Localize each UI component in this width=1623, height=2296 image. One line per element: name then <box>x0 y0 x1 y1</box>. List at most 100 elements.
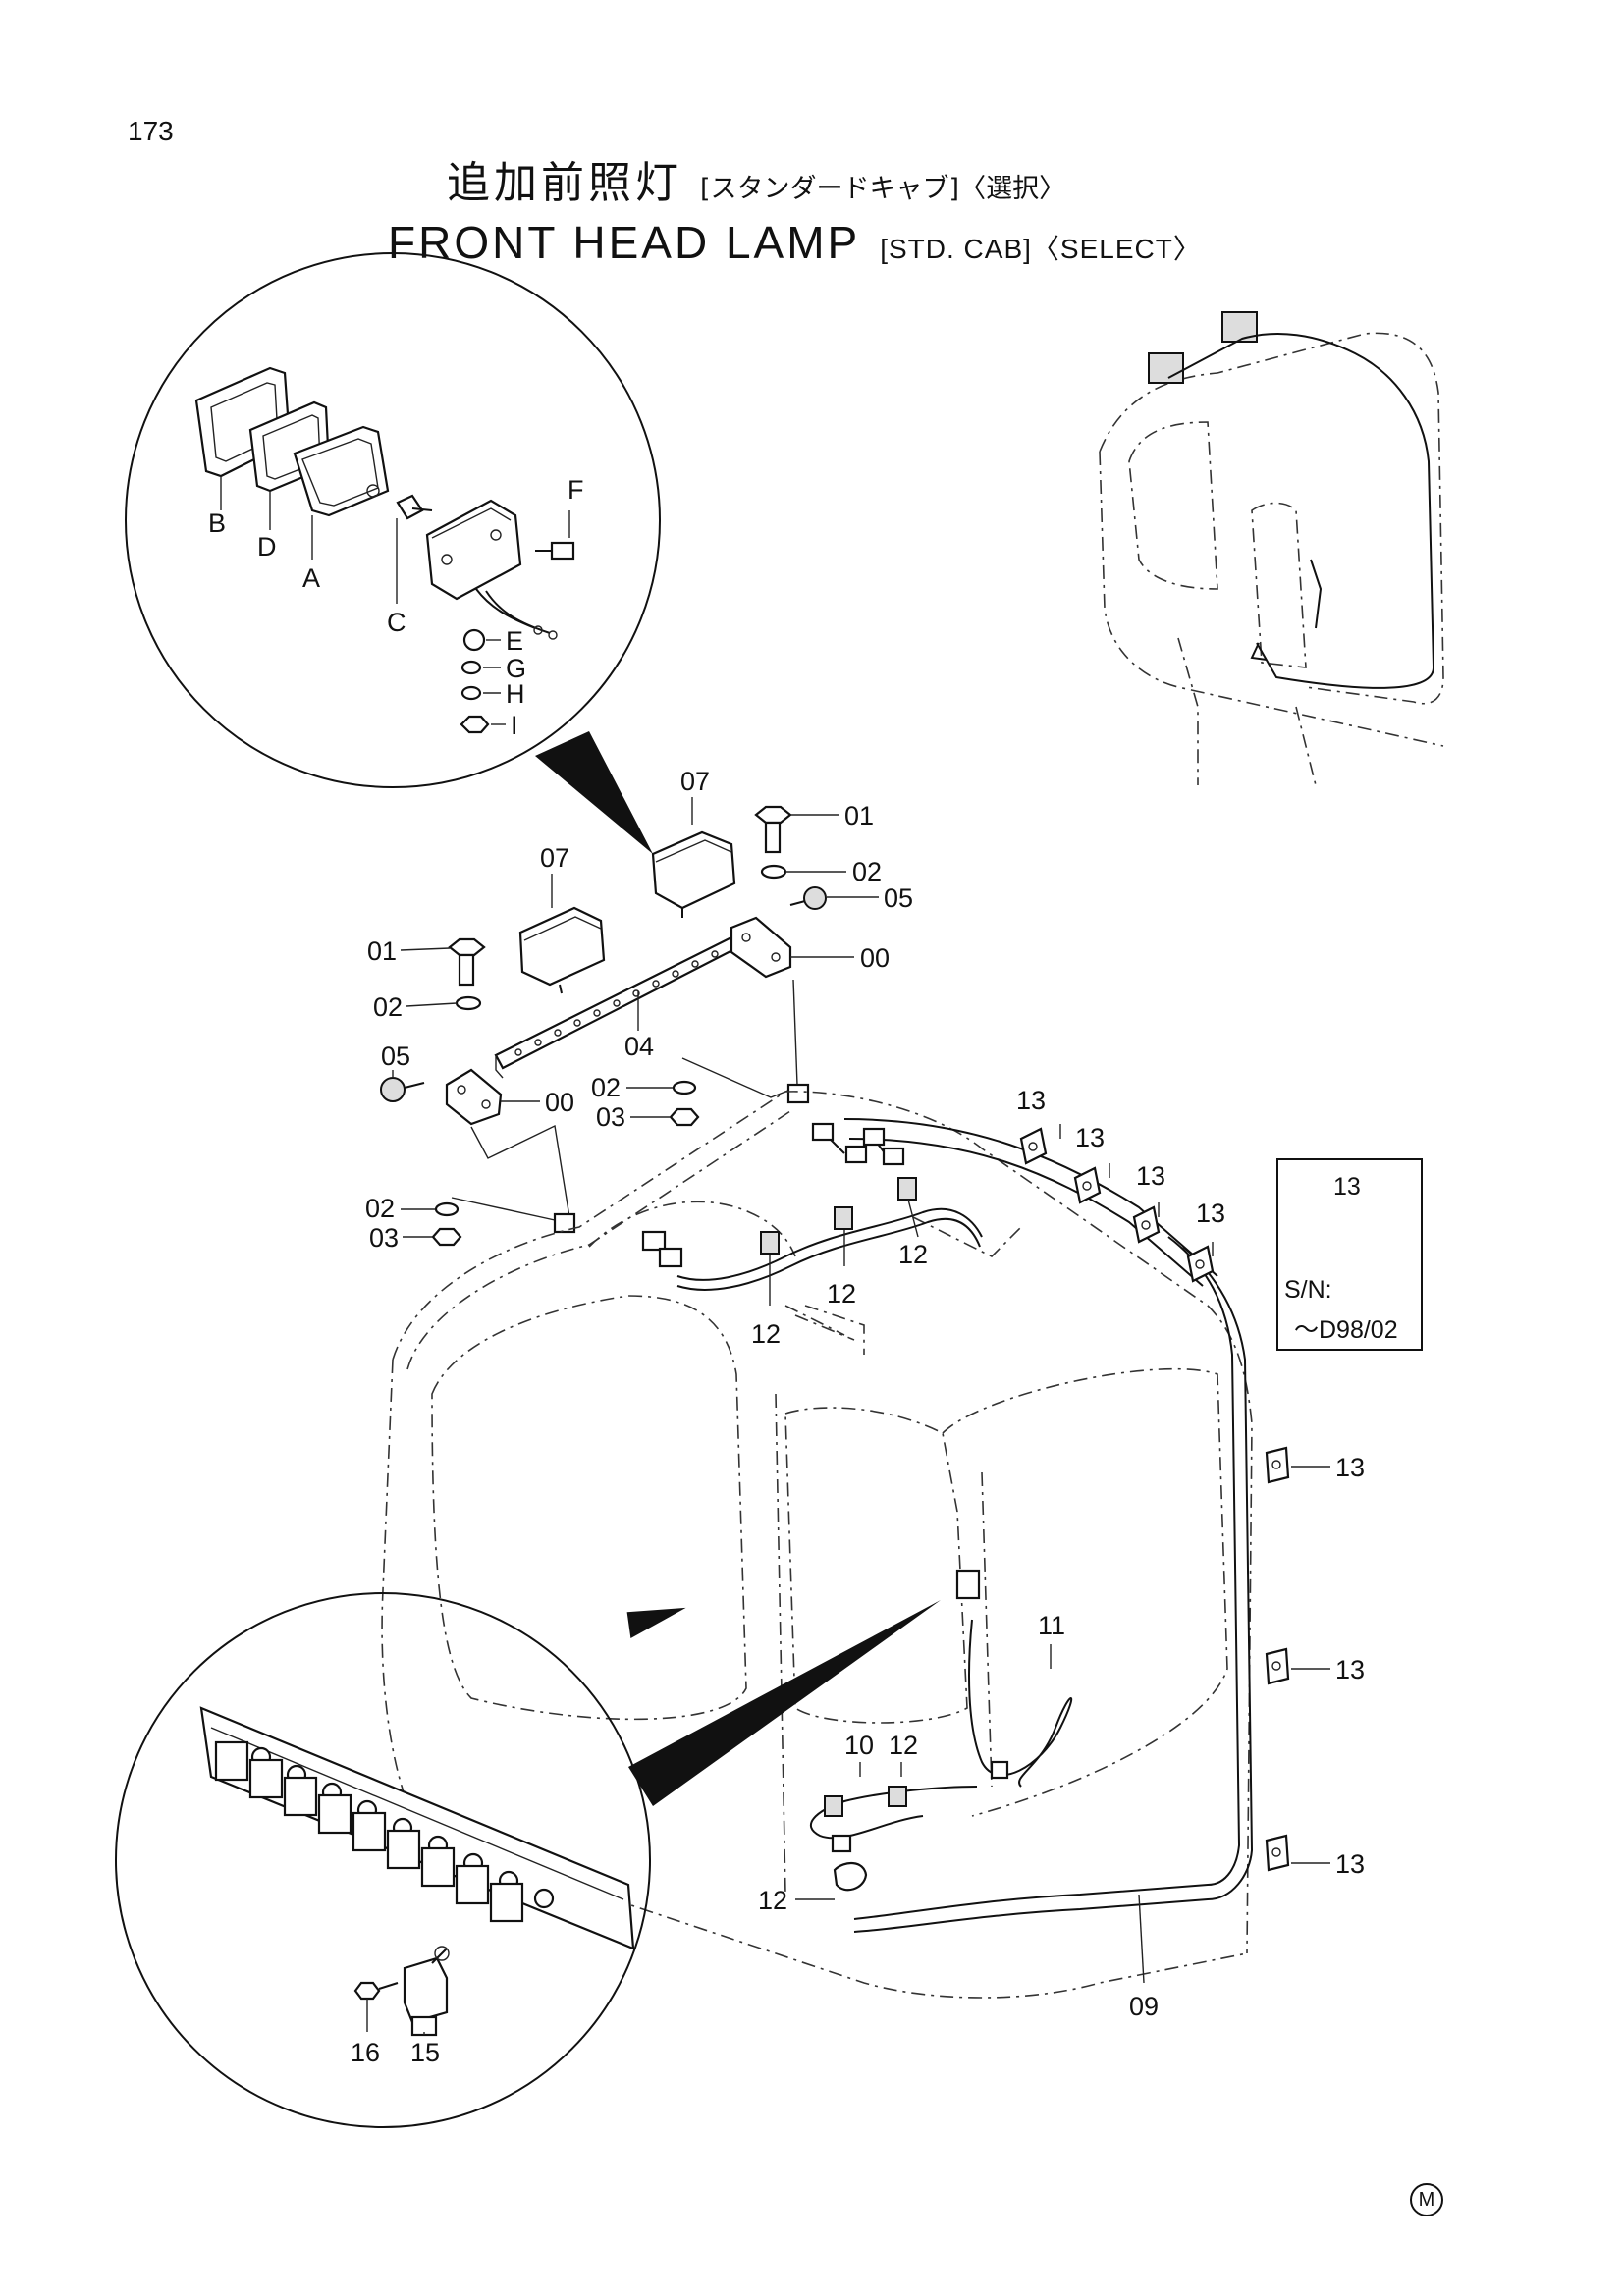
label-d: D <box>257 532 277 561</box>
sn-range: ～D98/02 <box>1294 1316 1398 1344</box>
callout-11: 11 <box>1038 1611 1065 1640</box>
bolt-16 <box>353 1981 399 2001</box>
clip-13-4 <box>1186 1245 1215 1283</box>
lamp-unit-a <box>293 425 390 517</box>
bracket-00-right <box>730 916 792 979</box>
callout-03-low: 03 <box>369 1223 399 1253</box>
callout-12-b: 12 <box>827 1279 856 1308</box>
callout-10: 10 <box>844 1731 874 1760</box>
clip-13-2 <box>1073 1166 1102 1204</box>
lamp-housing <box>425 499 558 640</box>
relay-unit <box>352 1811 413 1852</box>
label-a: A <box>302 563 320 593</box>
title-en: FRONT HEAD LAMP <box>388 217 861 268</box>
page-number: 173 <box>128 116 174 146</box>
main-cab <box>381 1091 1254 1999</box>
clip-13-6 <box>1265 1647 1290 1685</box>
lamp-07-left <box>518 906 606 994</box>
callout-13-a: 13 <box>1016 1086 1046 1115</box>
relay-unit <box>386 1829 449 1870</box>
nut-03-low <box>431 1227 462 1247</box>
relay-unit <box>317 1793 378 1835</box>
callout-02-right: 02 <box>852 857 882 886</box>
title-en-sub: [STD. CAB]〈SELECT〉 <box>880 234 1202 264</box>
catalog-mark-icon: M <box>1410 2183 1443 2216</box>
callout-02-left: 02 <box>373 992 403 1022</box>
clip-12-a <box>760 1231 780 1255</box>
washer-02-right <box>760 864 787 880</box>
clip-13-7 <box>1265 1834 1290 1872</box>
label-i: I <box>511 711 518 740</box>
callout-13-f: 13 <box>1335 1655 1365 1684</box>
relay-detail-circle <box>115 1592 941 2128</box>
title-jp: 追加前照灯 <box>447 158 682 208</box>
cab-overview <box>1099 311 1444 786</box>
relay-unit <box>489 1882 555 1923</box>
mount-block-right <box>786 1083 810 1104</box>
callout-00-right: 00 <box>860 943 890 973</box>
clip-13-1 <box>1019 1127 1048 1165</box>
callout-13-b: 13 <box>1075 1123 1105 1152</box>
callout-12-a: 12 <box>898 1240 928 1269</box>
title-block: 追加前照灯 [スタンダードキャブ]〈選択〉 FRONT HEAD LAMP [S… <box>388 147 1202 269</box>
callout-12-d: 12 <box>889 1731 918 1760</box>
title-en-row: FRONT HEAD LAMP [STD. CAB]〈SELECT〉 <box>388 216 1202 269</box>
bar-holes <box>514 950 719 1056</box>
label-e: E <box>506 626 523 656</box>
callout-05-left: 05 <box>381 1041 410 1071</box>
bracket-assembly <box>380 805 827 1247</box>
relay-pointer <box>628 1600 941 1806</box>
label-c: C <box>387 608 406 637</box>
callout-labels: 07 07 01 01 02 02 05 05 00 00 04 02 03 0… <box>351 767 1365 2067</box>
overview-lamp-left <box>1148 352 1184 384</box>
clip-12-b <box>834 1206 853 1230</box>
clip-13-3 <box>1132 1205 1161 1244</box>
callout-07-right: 07 <box>680 767 710 796</box>
callout-04: 04 <box>624 1032 654 1061</box>
callout-13-c: 13 <box>1136 1161 1165 1191</box>
title-jp-sub: [スタンダードキャブ]〈選択〉 <box>700 174 1066 204</box>
washer-02-left <box>455 995 482 1011</box>
relay-row <box>214 1740 555 1923</box>
bolt-01-right <box>754 805 792 854</box>
lamp-07-right <box>651 830 736 918</box>
title-jp-row: 追加前照灯 [スタンダードキャブ]〈選択〉 <box>447 147 1202 210</box>
callout-01-right: 01 <box>844 801 874 830</box>
bracket-00-left <box>445 1068 503 1126</box>
relay-connector <box>955 1569 981 1600</box>
detail-pointer <box>535 731 653 854</box>
bulb-c <box>396 494 433 520</box>
bolt-f <box>535 510 575 561</box>
callout-00-left: 00 <box>545 1088 574 1117</box>
callout-12-e: 12 <box>758 1886 787 1915</box>
callout-12-c: 12 <box>751 1319 781 1349</box>
callout-13-e: 13 <box>1335 1453 1365 1482</box>
callout-01-left: 01 <box>367 936 397 966</box>
label-b: B <box>208 508 226 538</box>
screw-05-left <box>380 1077 425 1102</box>
callout-02-mid: 02 <box>591 1073 621 1102</box>
callout-03-mid: 03 <box>596 1102 625 1132</box>
clip-12-e <box>888 1786 907 1807</box>
serial-number-inset <box>1276 1158 1423 1351</box>
lower-harness <box>795 1569 1145 1984</box>
clip-12-c <box>897 1177 917 1201</box>
nut-03-mid <box>669 1107 700 1127</box>
callout-13-d: 13 <box>1196 1199 1225 1228</box>
callout-09: 09 <box>1129 1992 1159 2021</box>
label-f: F <box>568 475 584 505</box>
detail-leaders <box>220 476 506 725</box>
callout-16: 16 <box>351 2038 380 2067</box>
callout-15: 15 <box>410 2038 440 2067</box>
washer-02-low <box>434 1201 460 1217</box>
callout-02-low: 02 <box>365 1194 395 1223</box>
mount-block-left <box>553 1212 576 1234</box>
screw-05-right <box>789 886 827 910</box>
hardware-stack <box>460 628 490 734</box>
sn-label: S/N: <box>1284 1276 1332 1304</box>
relay-unit <box>248 1758 307 1799</box>
bolt-01-left <box>448 937 486 987</box>
lamp-detail-circle: B D A C F E G H I <box>125 252 661 854</box>
clips-13 <box>1019 1124 1361 1872</box>
clip-12-d <box>824 1795 843 1817</box>
